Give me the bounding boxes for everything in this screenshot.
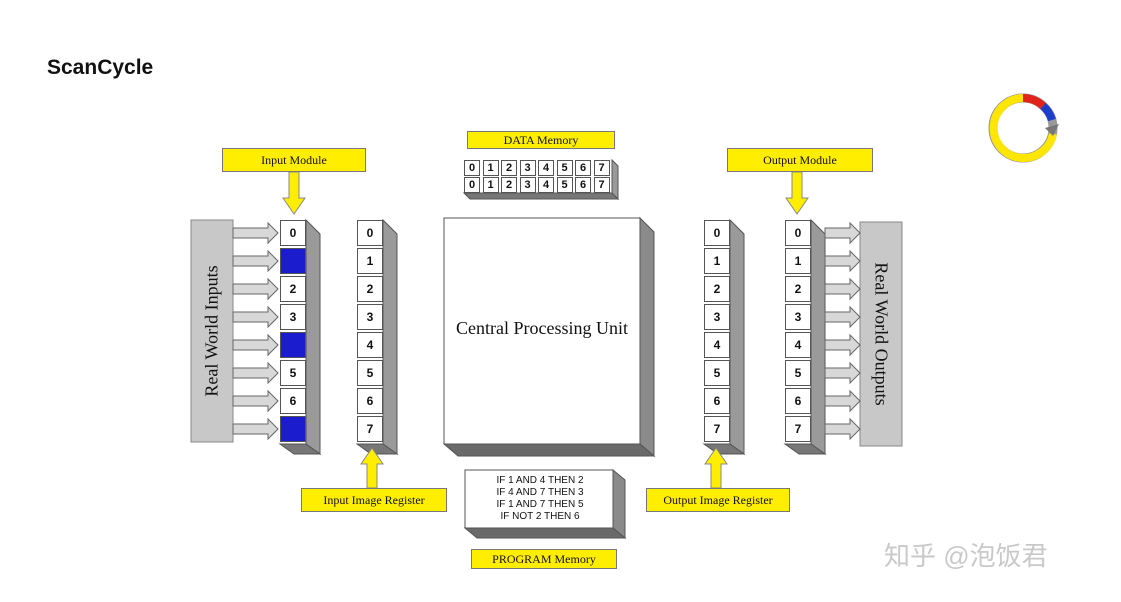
output-module-cell-6: 6: [785, 388, 811, 414]
input-image-register-cell-6: 6: [357, 388, 383, 414]
real-world-inputs-label: Real World Inputs: [201, 265, 222, 397]
output-module-cell-2: 2: [785, 276, 811, 302]
output-module-cell-3: 3: [785, 304, 811, 330]
data-memory-row-0-cell-4: 4: [538, 160, 554, 176]
output-arrows: [824, 221, 861, 441]
program-line-1: IF 4 AND 7 THEN 3: [496, 487, 584, 498]
real-world-outputs-label: Real World Outputs: [871, 262, 892, 406]
data-memory-row-1-cell-2: 2: [501, 177, 517, 193]
data-memory-row-0-cell-3: 3: [519, 160, 536, 176]
input-image-register-cell-0: 0: [357, 220, 383, 246]
program-memory-label: PROGRAM Memory: [471, 549, 617, 569]
output-image-register-cell-3: 3: [704, 304, 730, 330]
scan-cycle-icon: [988, 93, 1059, 163]
input-module-cell-7: 7: [280, 416, 306, 442]
program-line-3: IF NOT 2 THEN 6: [500, 511, 580, 522]
data-memory-row-0-cell-2: 2: [501, 160, 517, 176]
data-memory-label: DATA Memory: [467, 131, 615, 149]
input-module-cell-3: 3: [280, 304, 306, 330]
output-image-register-cell-1: 1: [704, 248, 730, 274]
input-module-label: Input Module: [222, 148, 366, 172]
page-title: ScanCycle: [47, 56, 154, 79]
data-memory-row-0-cell-6: 6: [575, 160, 591, 176]
program-line-2: IF 1 AND 7 THEN 5: [496, 499, 584, 510]
output-module-cell-1: 1: [785, 248, 811, 274]
watermark: 知乎 @泡饭君: [884, 541, 1048, 571]
output-image-register-cell-5: 5: [704, 360, 730, 386]
data-memory-row-0-cell-7: 7: [593, 160, 610, 176]
cpu-label: Central Processing Unit: [456, 318, 628, 338]
input-image-register-cell-1: 1: [357, 248, 383, 274]
output-module-cell-5: 5: [785, 360, 811, 386]
data-memory-row-0-cell-0: 0: [464, 160, 480, 176]
output-image-register-cell-0: 0: [704, 220, 730, 246]
data-memory-row-1-cell-3: 3: [519, 177, 536, 193]
output-module-cell-0: 0: [785, 220, 811, 246]
data-memory-row-0-cell-5: 5: [556, 160, 573, 176]
input-image-register-cell-5: 5: [357, 360, 383, 386]
input-image-register-cell-2: 2: [357, 276, 383, 302]
output-image-register-cell-6: 6: [704, 388, 730, 414]
output-module-cell-7: 7: [785, 416, 811, 442]
program-line-0: IF 1 AND 4 THEN 2: [496, 475, 584, 486]
data-memory-row-0-cell-1: 1: [482, 160, 499, 176]
input-image-register-cell-4: 4: [357, 332, 383, 358]
data-memory-row-1-cell-7: 7: [593, 177, 610, 193]
data-memory-row-1-cell-1: 1: [482, 177, 499, 193]
data-memory-row-1-cell-5: 5: [556, 177, 573, 193]
input-image-register-cell-3: 3: [357, 304, 383, 330]
output-module-label: Output Module: [727, 148, 873, 172]
output-image-register-cell-2: 2: [704, 276, 730, 302]
output-image-register-cell-7: 7: [704, 416, 730, 442]
input-module-cell-0: 0: [280, 220, 306, 246]
output-module-cell-4: 4: [785, 332, 811, 358]
output-image-register-cell-4: 4: [704, 332, 730, 358]
data-memory-row-1-cell-4: 4: [538, 177, 554, 193]
input-module-cell-6: 6: [280, 388, 306, 414]
input-image-register-cell-7: 7: [357, 416, 383, 442]
data-memory-row-1-cell-6: 6: [575, 177, 591, 193]
input-module-cell-5: 5: [280, 360, 306, 386]
output-image-register-label: Output Image Register: [646, 488, 790, 512]
input-module-cell-1: 1: [280, 248, 306, 274]
input-module-cell-2: 2: [280, 276, 306, 302]
input-image-register-label: Input Image Register: [301, 488, 447, 512]
input-module-cell-4: 4: [280, 332, 306, 358]
data-memory-row-1-cell-0: 0: [464, 177, 480, 193]
input-arrows: [232, 221, 279, 441]
